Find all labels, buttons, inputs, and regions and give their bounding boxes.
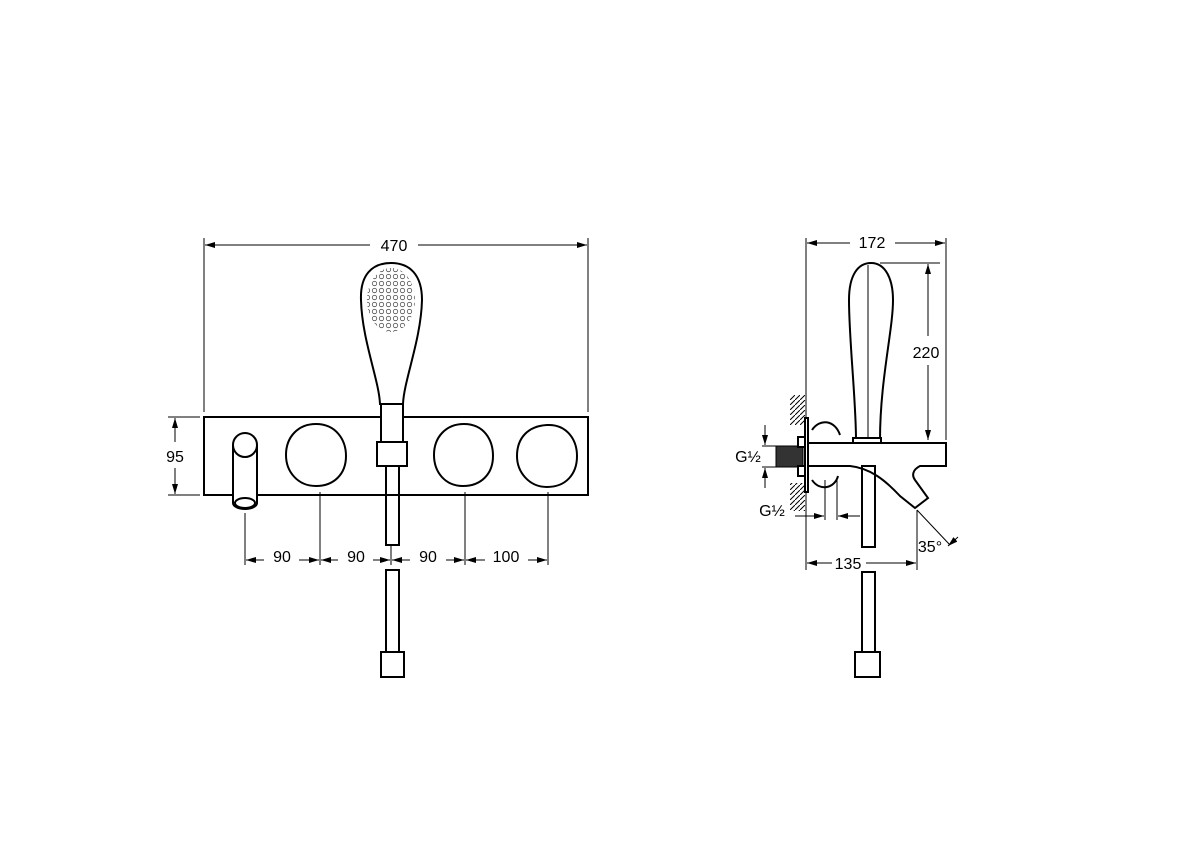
side-view: 172 220 G½ G½ 135 35° [735,235,959,678]
hand-shower-front [359,261,424,678]
hose-end-fitting [854,651,881,678]
shower-hose [385,569,400,653]
angle-line [916,509,951,546]
projection-label: 135 [835,556,862,573]
spacing-label: 90 [419,549,437,566]
depth-dimension-label: 172 [859,235,886,252]
front-view: 470 95 90 90 90 100 [166,238,589,678]
control-knob [432,422,495,488]
connector-nut [797,436,806,448]
height-dimension-label: 95 [166,449,184,466]
shower-hose [861,465,876,548]
knob-side [811,421,841,489]
bath-spout [232,432,258,510]
shower-hose [861,571,876,653]
spacing-label: 90 [273,549,291,566]
thread-label: G½ [735,449,761,466]
angle-label: 35° [918,539,942,556]
handshower-height-label: 220 [913,345,940,362]
control-knob [284,422,348,488]
spacing-dimensions: 90 90 90 100 [244,492,549,566]
thread-label: G½ [759,503,785,520]
spacing-label: 90 [347,549,365,566]
wall-hatch [790,483,805,511]
angle-arrow [947,536,959,547]
control-knob [515,423,579,489]
hose-end-fitting [380,651,405,678]
shower-hose [385,465,400,546]
spout-body-side [807,442,947,510]
connector-nut [797,465,806,477]
spacing-label: 100 [493,549,520,566]
hand-shower-side [847,261,895,444]
thread-connector [775,445,804,468]
width-dimension-label: 470 [381,238,408,255]
wall-hatch [790,395,805,425]
